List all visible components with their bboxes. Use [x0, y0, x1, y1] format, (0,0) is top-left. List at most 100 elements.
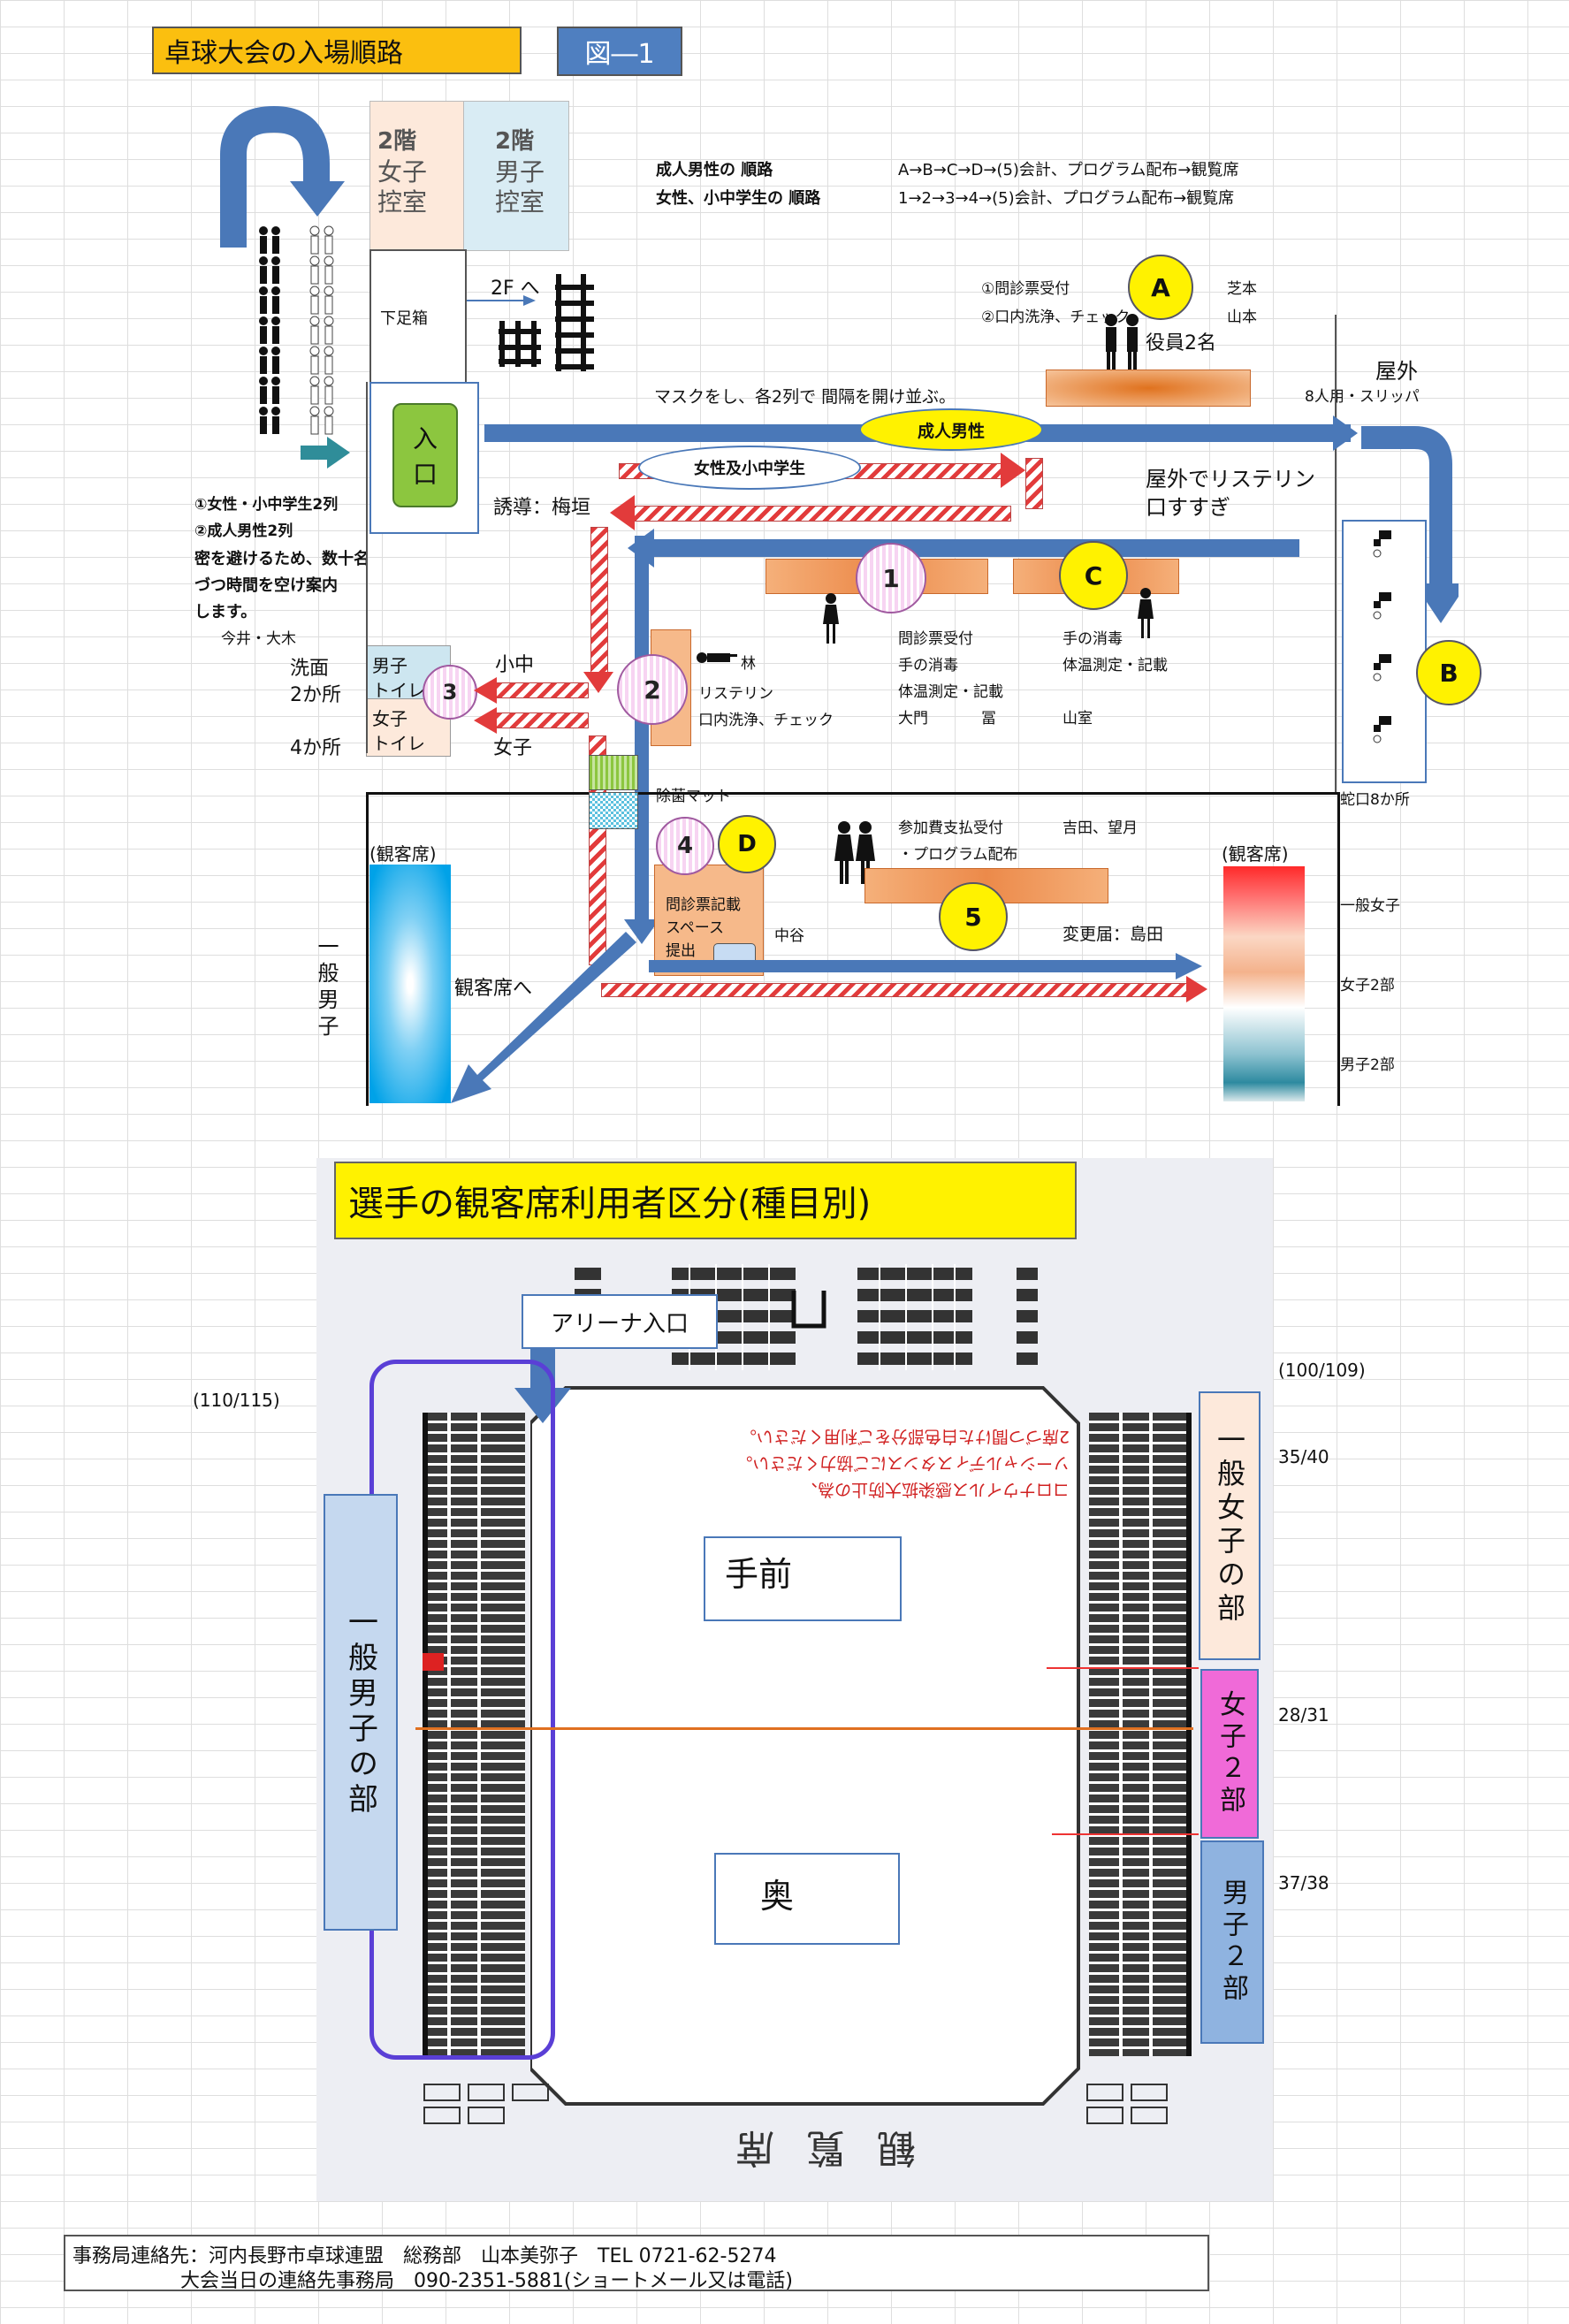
footer-line2: 大会当日の連絡先事務局 090-2351-5881(ショートメール又は電話)	[180, 2270, 794, 2292]
mirrored-notice: コロナウイルス感染拡大防止の為、 ソーシャルディスタンスにご協力ください。 2席…	[592, 1423, 1070, 1503]
station-2-line2: 口内洗浄、チェック	[698, 712, 834, 729]
wall-divider	[366, 382, 368, 753]
listerine-outside: 屋外でリステリン	[1146, 467, 1315, 491]
station-4-line1: 問診票記載	[666, 896, 741, 914]
faucet-count: 蛇口8か所	[1340, 791, 1410, 809]
station-5-line2: ・プログラム配布	[898, 846, 1018, 864]
arena-entrance-label: アリーナ入口	[522, 1294, 718, 1349]
male-waiting-room: 2階 男子 控室	[463, 101, 569, 251]
male-toilet-label: 男子	[372, 655, 407, 676]
child-route-label: 小中	[495, 654, 535, 676]
notice-line-3: 2席づつ間けた白色部分をご利用ください。	[739, 1427, 1070, 1446]
station-1-staff1: 大門	[898, 710, 928, 728]
arena-floor	[530, 1386, 1080, 2106]
notice-line-1: コロナウイルス感染拡大防止の為、	[800, 1480, 1070, 1499]
station-1-line3: 体温測定・記載	[898, 683, 1003, 701]
female-route: 1→2→3→4→(5)会計、プログラム配布→観覧席	[898, 189, 1235, 208]
guide-label: 誘導：梅垣	[493, 497, 591, 519]
section-women-div2: 女子２部	[1200, 1669, 1259, 1839]
mask-note: マスクをし、各2列で 間隔を開け並ぶ。	[654, 387, 956, 407]
male-toilet-label-2: トイレ	[372, 680, 425, 701]
staff-icon	[1138, 588, 1154, 638]
legend-men-div2: 男子2部	[1340, 1056, 1395, 1074]
section-men-div2-count: 37/38	[1278, 1872, 1329, 1893]
left-stands	[369, 865, 451, 1103]
section-men-div2: 男子２部	[1200, 1840, 1264, 2044]
faucet-area	[1342, 520, 1427, 783]
footer-line1: 事務局連絡先：河内長野市卓球連盟 総務部 山本美弥子 TEL 0721-62-5…	[72, 2245, 777, 2267]
entrance-marker: 入 口	[392, 403, 458, 507]
staff-icon	[823, 593, 839, 644]
right-stands-label: (観客席)	[1222, 843, 1289, 865]
officers-label: 役員2名	[1146, 332, 1216, 354]
queue-note-3: 密を避けるため、数十名	[194, 550, 369, 568]
station-1-line1: 問診票受付	[898, 630, 973, 648]
female-toilet-label-2: トイレ	[372, 733, 425, 754]
stands-floor-label: 観覧席	[704, 2125, 916, 2170]
station-5-marker: 5	[939, 882, 1008, 951]
station-4-staff: 中谷	[774, 927, 804, 945]
female-lane-label: 女性及小中学生	[638, 446, 861, 490]
station-5-line1: 参加費支払受付	[898, 819, 1003, 837]
child-tip-icon	[474, 677, 497, 704]
station-c-line1: 手の消毒	[1063, 630, 1123, 648]
queue-note-staff: 今井・大木	[221, 630, 296, 648]
entrance-label-2: 口	[412, 460, 438, 489]
right-seat-block	[1089, 1413, 1192, 2056]
station-a-staff2: 山本	[1227, 309, 1257, 326]
seat-divider-red-1	[1047, 1667, 1199, 1669]
right-seat-gaps-2	[1149, 1413, 1153, 2056]
station-a-desk	[1046, 370, 1251, 407]
outside-wall	[1335, 315, 1337, 792]
female-route-label-2: 女子	[493, 737, 533, 759]
female-route-label: 女性、小中学生の 順路	[656, 189, 821, 208]
queue-icon	[259, 225, 334, 435]
left-red-marker	[423, 1653, 444, 1671]
seating-title: 選手の観客席利用者区分(種目別)	[334, 1162, 1077, 1239]
station-4-line3: 提出	[666, 942, 696, 960]
back-label: 奥	[714, 1853, 900, 1945]
toilet-count: 4か所	[290, 737, 341, 759]
female-route-vertical	[590, 527, 608, 677]
station-4-marker: 4	[656, 817, 714, 875]
hall-outline	[366, 792, 1340, 1106]
station-c-line2: 体温測定・記載	[1063, 657, 1168, 674]
front-label: 手前	[704, 1536, 902, 1621]
wash-label: 洗面	[290, 658, 330, 680]
exit-female-lane	[601, 983, 1192, 997]
section-women-div2-count: 28/31	[1278, 1704, 1329, 1726]
station-a-marker: A	[1128, 255, 1193, 320]
left-count: (110/115)	[193, 1390, 280, 1411]
seat-divider-red-2	[1052, 1833, 1199, 1835]
female-route-back-lane	[629, 506, 1011, 522]
seat-divider-orange	[415, 1727, 1193, 1730]
lower-seat-rows	[423, 2084, 1168, 2124]
station-b-marker: B	[1416, 640, 1481, 705]
staff-pair-icon	[834, 821, 875, 884]
adult-male-route: A→B→C→D→(5)会計、プログラム配布→観覧席	[898, 161, 1239, 179]
female-tip-icon	[474, 707, 497, 734]
footer-box: 事務局連絡先：河内長野市卓球連盟 総務部 山本美弥子 TEL 0721-62-5…	[64, 2235, 1209, 2292]
left-section-label: 一般男子の部	[324, 1494, 398, 1931]
to-2f-label: 2F へ	[491, 278, 540, 300]
station-2-marker: 2	[617, 654, 688, 725]
station-5-staff: 吉田、望月	[1063, 819, 1138, 837]
female-down-tip-icon	[583, 672, 613, 693]
legend-general-women: 一般女子	[1340, 897, 1400, 915]
section-general-women: 一般女子の部	[1199, 1391, 1261, 1660]
notice-line-2: ソーシャルディスタンスにご協力ください。	[735, 1453, 1070, 1473]
page-title: 卓球大会の入場順路	[152, 27, 522, 74]
station-a-line1: ①問診票受付	[981, 280, 1070, 298]
station-a-staff1: 芝本	[1227, 280, 1257, 298]
left-seat-gaps	[447, 1413, 451, 2056]
shoe-box: 下足箱	[369, 249, 467, 385]
left-stands-label: (観客席)	[369, 843, 437, 865]
to-2f-arrow-icon	[467, 295, 536, 306]
left-seat-block	[423, 1413, 525, 2056]
outside-label: 屋外	[1375, 359, 1418, 384]
female-toilet-label: 女子	[372, 708, 407, 729]
section-general-women-count: 35/40	[1278, 1446, 1329, 1467]
female-route-tip-icon	[1001, 453, 1025, 488]
station-1-marker: 1	[856, 543, 926, 613]
staff-icon	[697, 652, 737, 663]
